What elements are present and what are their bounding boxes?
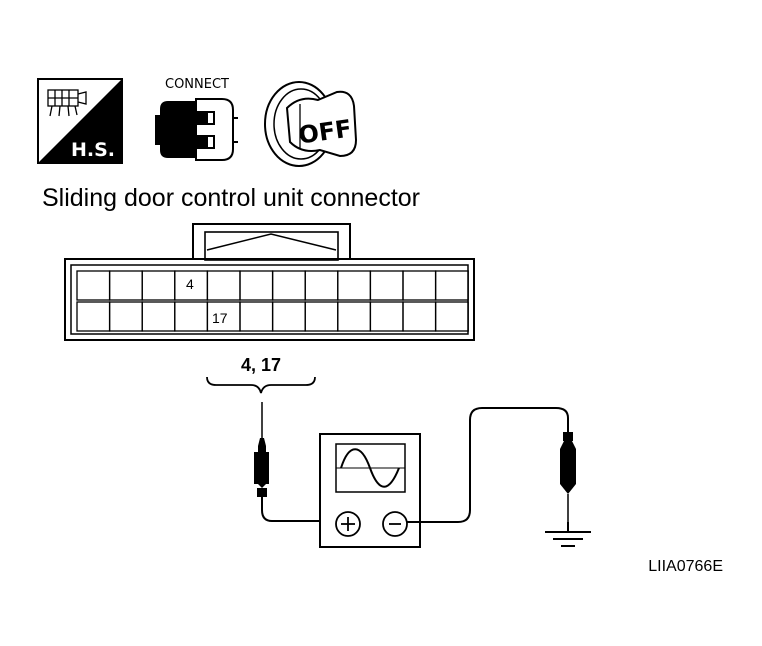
harness-side-icon: H.S. <box>37 78 123 164</box>
connector-cavity <box>337 270 372 301</box>
connector-cavity <box>239 270 274 301</box>
waveform <box>340 448 400 488</box>
probe-pins-label: 4, 17 <box>241 355 281 375</box>
connector-cavity <box>369 301 404 332</box>
pin-group-brace <box>206 376 316 394</box>
pin-label-upper: 4 <box>186 276 194 292</box>
positive-terminal-icon <box>335 511 361 537</box>
connector-cavity <box>206 270 241 301</box>
connector-cavity <box>304 301 339 332</box>
connector-pin-grid <box>76 270 469 332</box>
connect-label: CONNECT <box>165 77 229 92</box>
connector-cavity <box>141 301 176 332</box>
connect-icon: CONNECT <box>155 77 238 161</box>
connector-cavity <box>271 301 306 332</box>
connector-cavity <box>369 270 404 301</box>
connector-cavity <box>304 270 339 301</box>
connector-cavity <box>271 270 306 301</box>
figure-code: LIIA0766E <box>648 558 723 575</box>
connector-cavity <box>434 270 469 301</box>
negative-probe <box>407 407 576 523</box>
connector-face <box>64 223 475 341</box>
connector-cavity <box>239 301 274 332</box>
hs-label: H.S. <box>71 139 115 161</box>
connector-cavity <box>76 270 111 301</box>
connector-title: Sliding door control unit connector <box>42 184 420 212</box>
ignition-off-icon: OFF <box>264 81 358 167</box>
connector-cavity <box>174 301 209 332</box>
connector-cavity <box>76 301 111 332</box>
connector-cavity <box>434 301 469 332</box>
connector-cavity <box>108 301 143 332</box>
positive-probe <box>254 402 334 522</box>
connector-cavity <box>337 301 372 332</box>
ground-icon <box>545 522 591 547</box>
pin-label-lower: 17 <box>212 310 228 326</box>
connector-cavity <box>141 270 176 301</box>
connector-cavity <box>402 270 437 301</box>
connector-cavity <box>402 301 437 332</box>
negative-terminal-icon <box>382 511 408 537</box>
connector-cavity <box>108 270 143 301</box>
